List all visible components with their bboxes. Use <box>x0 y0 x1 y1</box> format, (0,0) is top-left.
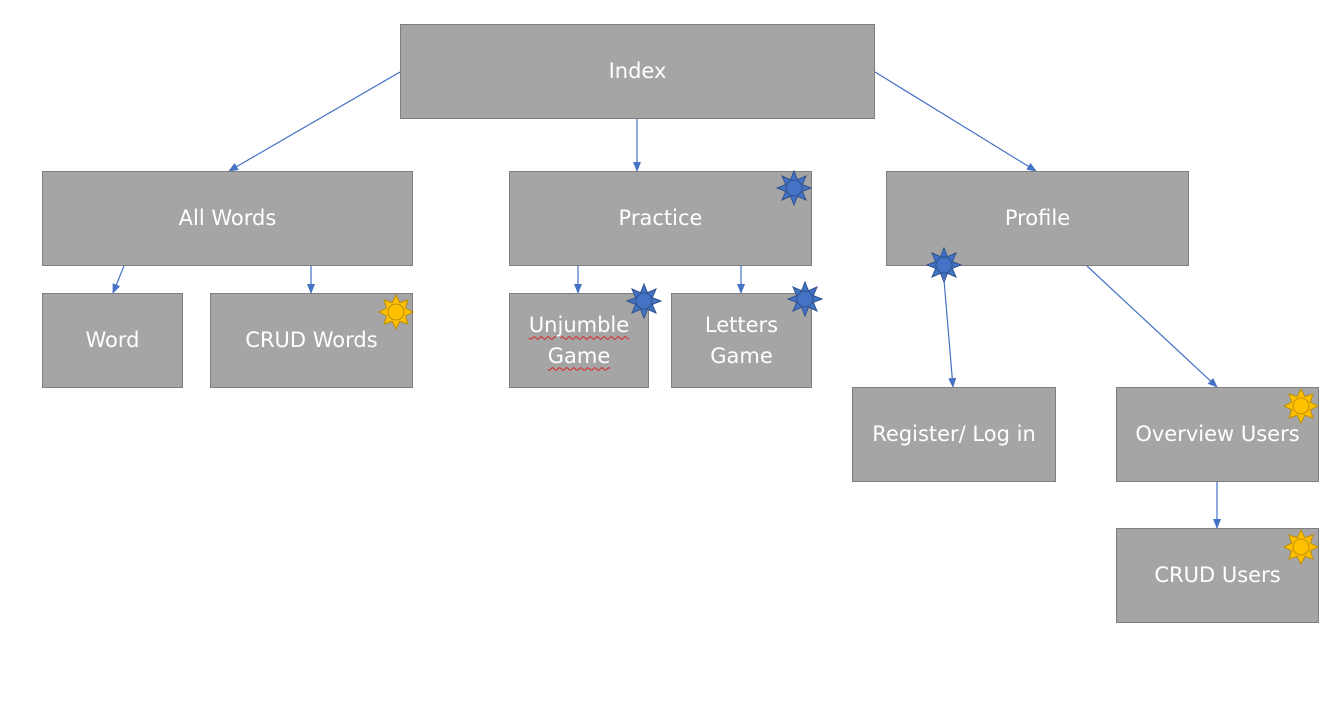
node-register-login: Register/ Log in <box>852 387 1056 482</box>
connector-profile-register <box>939 259 957 388</box>
node-word: Word <box>42 293 183 388</box>
connector-all-words-word <box>112 265 125 294</box>
node-all-words: All Words <box>42 171 413 266</box>
connector-index-profile <box>874 71 1037 172</box>
node-label: CRUD Words <box>245 328 378 352</box>
sun-icon <box>1282 528 1320 566</box>
node-label: Practice <box>618 206 703 230</box>
node-crud-users: CRUD Users <box>1116 528 1319 623</box>
blue-star-icon <box>925 246 963 284</box>
node-profile: Profile <box>886 171 1189 266</box>
node-label-line1: Unjumble <box>528 312 630 337</box>
connector-profile-overview-users <box>1086 265 1218 388</box>
node-label: All Words <box>178 206 277 230</box>
blue-star-icon <box>625 282 663 320</box>
node-label-line1: Letters <box>704 312 779 337</box>
node-label: Profile <box>1004 206 1071 230</box>
node-crud-words: CRUD Words <box>210 293 413 388</box>
blue-star-icon <box>775 169 813 207</box>
node-letters-game: Letters Game <box>671 293 812 388</box>
blue-star-icon <box>786 280 824 318</box>
node-label-line2: Game <box>710 343 773 368</box>
node-index: Index <box>400 24 875 119</box>
node-overview-users: Overview Users <box>1116 387 1319 482</box>
node-label-line2: Game <box>547 343 611 368</box>
node-label: Register/ Log in <box>872 422 1036 446</box>
sun-icon <box>377 293 415 331</box>
node-label: CRUD Users <box>1154 563 1281 587</box>
connector-index-all-words <box>228 71 401 172</box>
sun-icon <box>1282 387 1320 425</box>
node-label: Overview Users <box>1135 422 1300 446</box>
node-practice: Practice <box>509 171 812 266</box>
node-label: Word <box>85 328 140 352</box>
node-unjumble-game: Unjumble Game <box>509 293 649 388</box>
node-label: Index <box>608 59 667 83</box>
